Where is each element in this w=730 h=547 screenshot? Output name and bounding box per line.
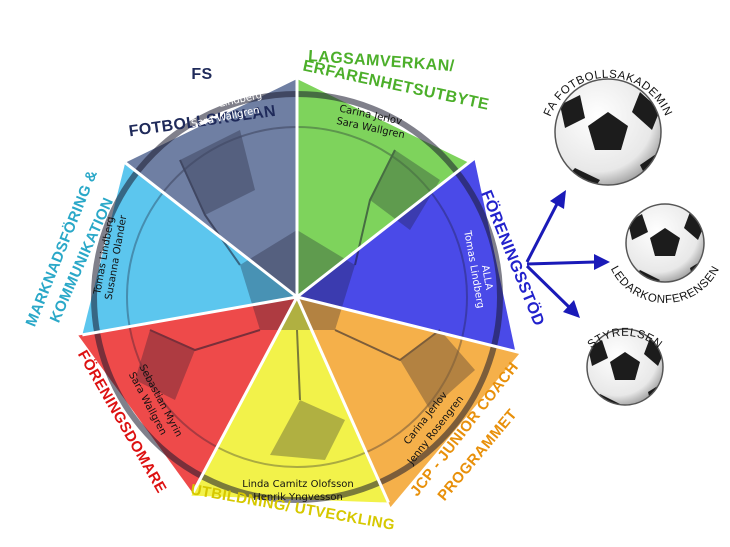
segment-name-1: Linda Camitz Olofsson [242,479,353,490]
soccer-ball-fa-fotbollsakademin: FA FOTBOLLSAKADEMIN [542,69,673,186]
separator-line [295,296,390,504]
arrows [525,190,610,318]
segment-name-1: ALLA [479,264,494,291]
separator-line [82,295,298,337]
wedge-marknadsforing [82,162,297,335]
separator-line [296,157,476,299]
separator-line [191,296,299,494]
wedge-fotbollskolan [125,79,297,297]
wedge-foreningsstod [297,158,516,352]
arrow-to-ledarkonferensen [526,260,596,266]
soccer-ball-styrelsen: STYRELSEN [586,327,664,406]
separator-line [296,295,521,355]
wedge-foreningsdomare [78,297,297,494]
segment-title-line-1: FS [191,66,212,83]
soccer-ball-overlay [91,91,503,503]
arrowhead-icon [563,300,580,318]
arrow-to-fa-fotbollsakademin [525,201,560,263]
segment-separators [82,79,521,504]
segment-name-2: Henrik Yngvesson [253,492,343,503]
arrowhead-icon [550,190,566,209]
wedge-utbildning [191,297,389,503]
wedge-lagsamverkan [297,79,469,297]
separator-line [124,161,298,299]
arrowhead-icon [594,254,610,270]
wheel-segments [78,79,521,508]
wedge-jcp [297,297,521,508]
arrow-to-styrelsen [525,264,572,310]
soccer-ball-ledarkonferensen: LEDARKONFERENSEN [608,203,721,306]
